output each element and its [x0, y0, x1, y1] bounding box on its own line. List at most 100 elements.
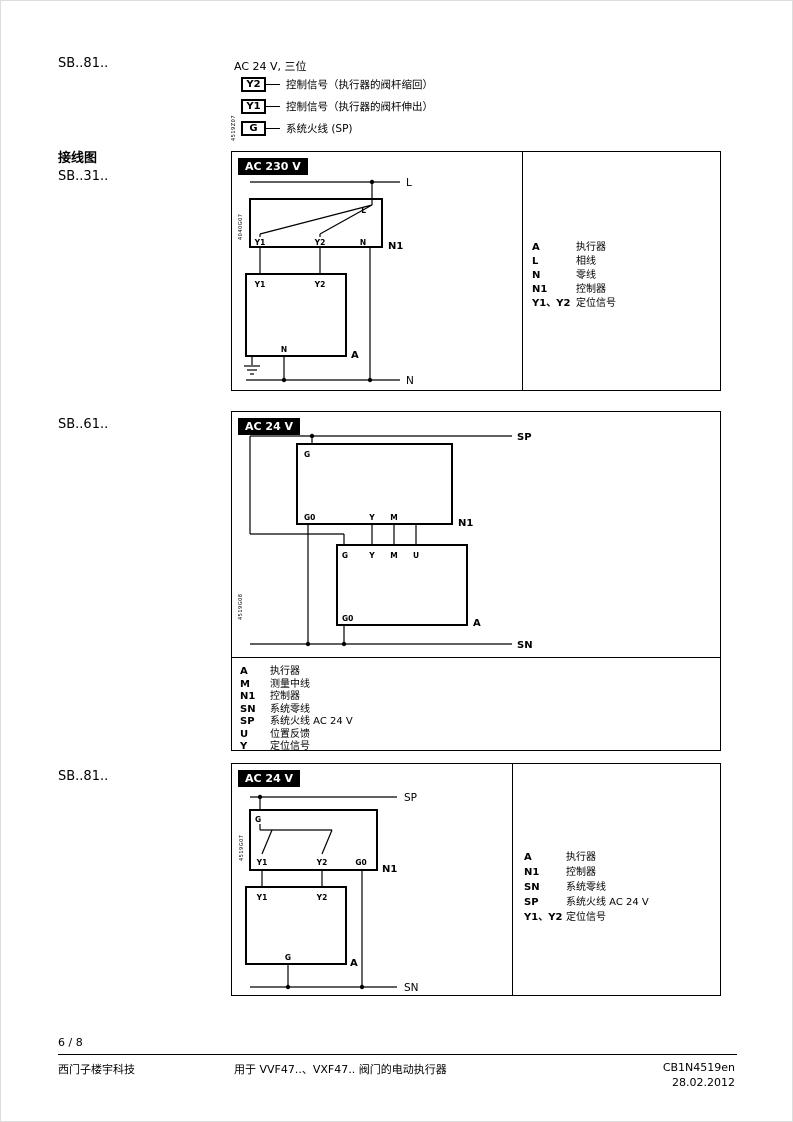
terminal-box-g: G [241, 120, 266, 136]
legend-value: 相线 [576, 256, 596, 267]
terminal-N-ctrl: N [360, 238, 366, 247]
section-heading: 接线图 [58, 151, 98, 166]
terminal-Y2-act: Y2 [316, 893, 328, 902]
footer-company: 西门子楼宇科技 [58, 1063, 135, 1076]
controller-label: N1 [382, 864, 397, 875]
footer-rule [58, 1054, 737, 1055]
terminal-box-y1: Y1 [241, 98, 266, 114]
terminal-L: L [361, 206, 366, 215]
line-label-L: L [406, 177, 412, 189]
legend-key: N1 [240, 691, 256, 702]
legend-key: SP [524, 897, 539, 908]
schematic-labels: SP G Y1 Y2 G0 N1 Y1 Y2 G A SN [255, 792, 419, 994]
wiring-diagram-sb61: AC 24 V [231, 411, 721, 752]
footer-doc-id: CB1N4519en [662, 1061, 735, 1074]
page-number: 6 / 8 [58, 1036, 83, 1049]
terminal-row: Y2 控制信号（执行器的阀杆缩回） [241, 76, 433, 92]
legend-value: 执行器 [566, 852, 596, 863]
terminal-G-ctrl: G [255, 815, 261, 824]
voltage-badge: AC 24 V [238, 418, 301, 435]
legend-key: N1 [524, 867, 540, 878]
controller-label: N1 [458, 518, 473, 529]
legend-value: 定位信号 [270, 741, 310, 752]
terminal-row: G 系统火线 (SP) [241, 120, 353, 136]
figure-ref-code: 4040G07 [238, 213, 244, 240]
legend-value: 系统火线 AC 24 V [270, 716, 353, 727]
legend-row: L 相线 [532, 252, 596, 267]
line-label-SP: SP [404, 792, 417, 804]
legend-key: Y [240, 741, 248, 752]
terminal-G0-ctrl: G0 [355, 858, 366, 867]
line-label-N: N [406, 375, 414, 387]
legend-key: Y1、Y2 [524, 912, 563, 923]
terminal-Y1-ctrl: Y1 [254, 238, 266, 247]
legend-row: SP 系统火线 AC 24 V [524, 893, 649, 908]
actuator-label: A [351, 350, 359, 361]
legend-value: 执行器 [270, 666, 300, 677]
terminal-Y1-ctrl: Y1 [256, 858, 268, 867]
terminal-Y2-ctrl: Y2 [316, 858, 328, 867]
legend-row: N1 控制器 [240, 687, 300, 702]
line-label-SP: SP [517, 432, 532, 443]
terminal-N-act: N [281, 345, 287, 354]
legend-value: 位置反馈 [270, 729, 310, 740]
legend-value: 测量中线 [270, 679, 310, 690]
legend-row: A 执行器 [524, 848, 596, 863]
model-label-top: SB..81.. [58, 56, 109, 71]
wiring-diagram-sb81: AC 24 V [231, 763, 721, 996]
legend-row: Y 定位信号 [240, 737, 310, 752]
legend-value: 控制器 [270, 691, 300, 702]
terminal-M-act: M [390, 551, 397, 560]
model-label-sb61: SB..61.. [58, 417, 109, 432]
wires [245, 796, 397, 988]
legend-key: SN [240, 704, 256, 715]
legend-key: A [524, 852, 532, 863]
legend-value: 定位信号 [576, 298, 616, 309]
legend-key: U [240, 729, 249, 740]
voltage-badge: AC 230 V [238, 158, 308, 175]
schematic-sb61: SP G G0 Y M N1 G Y M U G0 A SN [249, 432, 533, 651]
footer-product: 用于 VVF47..、VXF47.. 阀门的电动执行器 [234, 1063, 447, 1076]
junction-dots [305, 433, 347, 647]
legend-key: SN [524, 882, 540, 893]
diagram-divider [232, 657, 720, 658]
top-subtitle: AC 24 V, 三位 [234, 60, 307, 73]
schematic-labels: L L Y1 Y2 N N1 Y1 Y2 N A N [254, 177, 414, 387]
footer-date: 28.02.2012 [672, 1076, 735, 1089]
terminal-Y2-act: Y2 [314, 280, 326, 289]
diagram-divider [512, 764, 513, 995]
terminal-Y-ctrl: Y [368, 513, 375, 522]
terminal-Y1-act: Y1 [256, 893, 268, 902]
actuator-label: A [473, 618, 481, 629]
legend-value: 系统火线 AC 24 V [566, 897, 649, 908]
legend-key: N1 [532, 284, 548, 295]
legend-key: L [532, 256, 539, 267]
terminal-desc: 控制信号（执行器的阀杆缩回） [286, 78, 433, 91]
junction-dots [281, 179, 375, 383]
wire-line [266, 105, 280, 107]
terminal-M-ctrl: M [390, 513, 397, 522]
wiring-diagram-sb31: AC 230 V [231, 151, 721, 391]
controller-label: N1 [388, 241, 403, 252]
terminal-U-act: U [413, 551, 419, 560]
terminal-G0-ctrl: G0 [304, 513, 315, 522]
line-label-SN: SN [517, 640, 533, 651]
schematic-labels: SP G G0 Y M N1 G Y M U G0 A SN [304, 432, 533, 651]
figure-ref-code: 4519G08 [238, 593, 244, 620]
wire-line [266, 127, 280, 129]
terminal-Y1-act: Y1 [254, 280, 266, 289]
legend-value: 系统零线 [270, 704, 310, 715]
terminal-box-y2: Y2 [241, 76, 266, 92]
line-label-SN: SN [404, 982, 419, 994]
legend-value: 定位信号 [566, 912, 606, 923]
actuator-label: A [350, 958, 358, 969]
figure-ref-code: 4519G07 [239, 834, 245, 861]
